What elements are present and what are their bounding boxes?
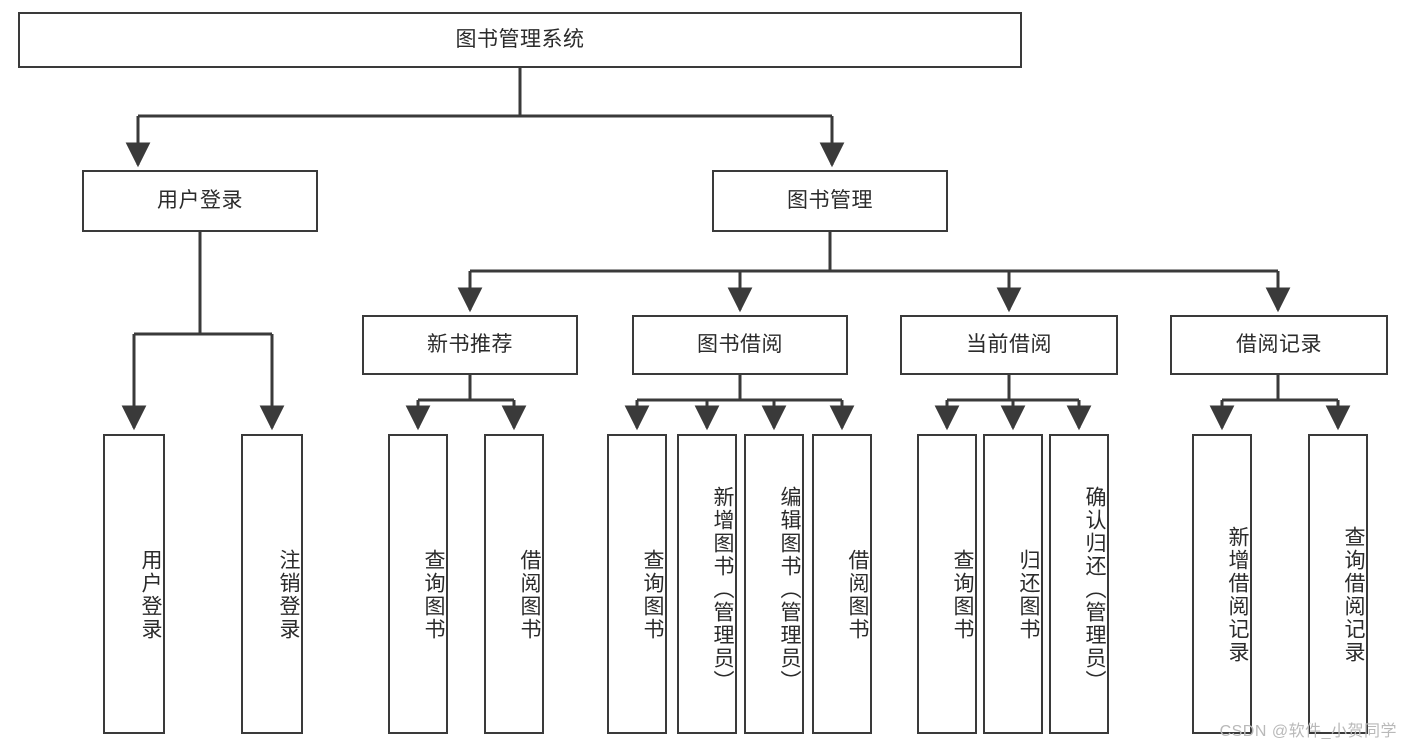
node-leaf-add-book-admin[interactable]: 新增图书（管理员） xyxy=(677,434,737,734)
node-leaf-add-borrow-record-label: 新增借阅记录 xyxy=(1226,526,1249,664)
node-leaf-confirm-return-admin[interactable]: 确认归还（管理员） xyxy=(1049,434,1109,734)
node-borrow-record[interactable]: 借阅记录 xyxy=(1170,315,1388,375)
node-current-borrow[interactable]: 当前借阅 xyxy=(900,315,1118,375)
node-leaf-query-book-2[interactable]: 查询图书 xyxy=(607,434,667,734)
node-root-label: 图书管理系统 xyxy=(455,28,585,52)
node-leaf-confirm-return-admin-label: 确认归还（管理员） xyxy=(1083,485,1106,693)
node-leaf-add-borrow-record[interactable]: 新增借阅记录 xyxy=(1192,434,1252,734)
node-book-borrow-label: 图书借阅 xyxy=(697,333,783,357)
node-leaf-query-book-1-label: 查询图书 xyxy=(422,549,445,641)
node-leaf-query-book-3[interactable]: 查询图书 xyxy=(917,434,977,734)
watermark: CSDN @软件_小贺同学 xyxy=(1219,723,1397,740)
node-leaf-user-login-label: 用户登录 xyxy=(139,549,162,641)
node-leaf-add-book-admin-label: 新增图书（管理员） xyxy=(711,485,734,693)
node-leaf-borrow-book-1[interactable]: 借阅图书 xyxy=(484,434,544,734)
node-root[interactable]: 图书管理系统 xyxy=(18,12,1022,68)
node-leaf-query-book-2-label: 查询图书 xyxy=(641,549,664,641)
node-borrow-record-label: 借阅记录 xyxy=(1236,333,1322,357)
node-leaf-query-borrow-record-label: 查询借阅记录 xyxy=(1342,526,1365,664)
node-leaf-user-login[interactable]: 用户登录 xyxy=(103,434,165,734)
node-book-borrow[interactable]: 图书借阅 xyxy=(632,315,848,375)
node-leaf-query-borrow-record[interactable]: 查询借阅记录 xyxy=(1308,434,1368,734)
node-leaf-return-book[interactable]: 归还图书 xyxy=(983,434,1043,734)
node-user-login[interactable]: 用户登录 xyxy=(82,170,318,232)
node-new-book-recommend[interactable]: 新书推荐 xyxy=(362,315,578,375)
node-leaf-query-book-3-label: 查询图书 xyxy=(951,549,974,641)
node-user-login-label: 用户登录 xyxy=(157,189,243,213)
node-book-management[interactable]: 图书管理 xyxy=(712,170,948,232)
node-leaf-logout-label: 注销登录 xyxy=(277,549,300,641)
node-leaf-borrow-book-2-label: 借阅图书 xyxy=(846,549,869,641)
node-leaf-edit-book-admin[interactable]: 编辑图书（管理员） xyxy=(744,434,804,734)
node-leaf-return-book-label: 归还图书 xyxy=(1017,549,1040,641)
node-book-management-label: 图书管理 xyxy=(787,189,873,213)
node-leaf-edit-book-admin-label: 编辑图书（管理员） xyxy=(778,485,801,693)
node-new-book-recommend-label: 新书推荐 xyxy=(427,333,513,357)
node-current-borrow-label: 当前借阅 xyxy=(966,333,1052,357)
node-leaf-query-book-1[interactable]: 查询图书 xyxy=(388,434,448,734)
node-leaf-borrow-book-1-label: 借阅图书 xyxy=(518,549,541,641)
node-leaf-logout[interactable]: 注销登录 xyxy=(241,434,303,734)
node-leaf-borrow-book-2[interactable]: 借阅图书 xyxy=(812,434,872,734)
